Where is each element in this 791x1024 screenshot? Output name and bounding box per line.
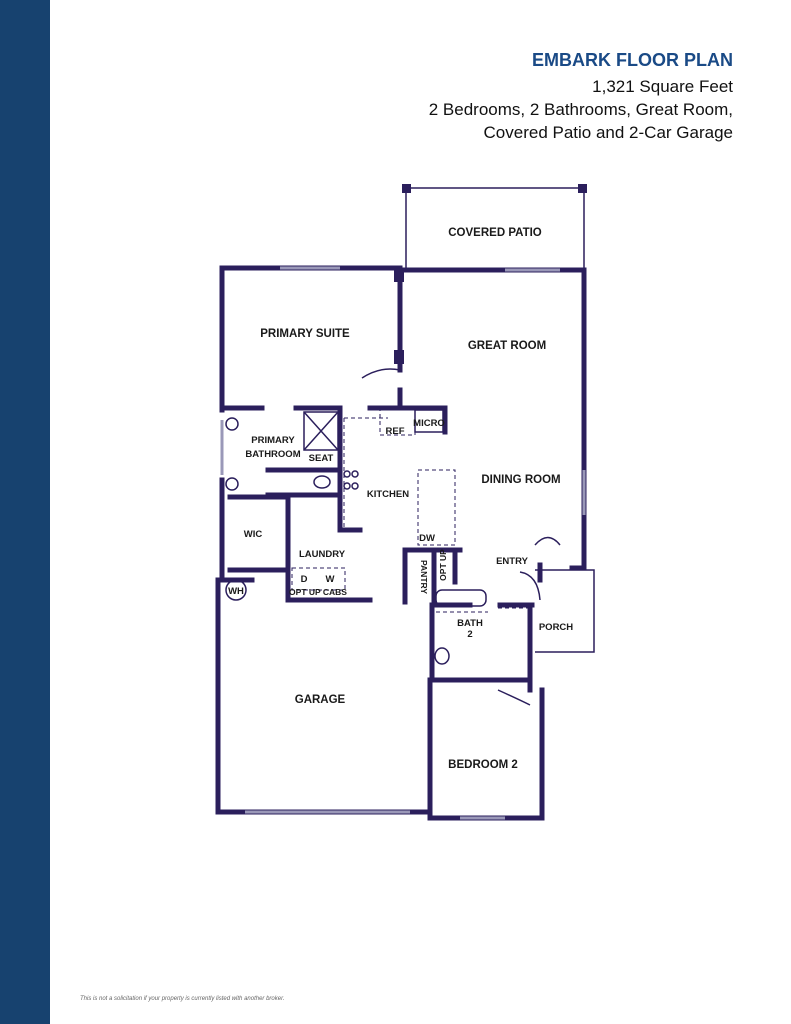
label-porch: PORCH [539,622,573,633]
label-washer: W [326,574,335,585]
label-opt-up: OPT UP [438,549,448,581]
plan-header: EMBARK FLOOR PLAN 1,321 Square Feet 2 Be… [429,50,733,144]
interior-walls [215,269,595,706]
label-laundry: LAUNDRY [299,549,346,560]
features-line-1: 2 Bedrooms, 2 Bathrooms, Great Room, [428,100,733,119]
label-pantry: PANTRY [419,560,429,594]
label-kitchen: KITCHEN [367,489,409,500]
label-primary-bathroom-1: PRIMARY [251,435,295,446]
label-bath2-1: BATH [457,618,483,629]
exterior-walls [215,265,587,821]
label-micro: MICRO [413,418,445,429]
label-covered-patio: COVERED PATIO [448,227,542,239]
features-line-2: Covered Patio and 2-Car Garage [483,123,733,142]
bathtub-icon [435,589,487,607]
label-dryer: D [301,574,308,585]
label-opt-up-cabs: OPT UP CABS [289,587,347,597]
disclaimer: This is not a solicitation if your prope… [80,996,285,1002]
label-ref: REF [386,426,405,437]
label-primary-bathroom-2: BATHROOM [245,449,300,460]
room-labels: COVERED PATIO PRIMARY SUITE GREAT ROOM P… [228,227,573,771]
toilet-icon [434,647,450,665]
label-seat: SEAT [309,453,334,464]
label-dining-room: DINING ROOM [481,474,560,486]
label-wh: WH [228,586,244,597]
covered-patio-outline [402,184,587,268]
label-bedroom-2: BEDROOM 2 [448,759,518,771]
label-great-room: GREAT ROOM [468,340,546,352]
label-garage: GARAGE [295,694,346,706]
label-bath2-2: 2 [467,629,472,640]
label-dw: DW [419,533,435,544]
water-heater-icon [225,579,247,601]
label-primary-suite: PRIMARY SUITE [260,328,350,340]
side-color-band [0,0,50,1024]
square-feet: 1,321 Square Feet [592,77,733,96]
label-wic: WIC [244,529,263,540]
plan-title: EMBARK FLOOR PLAN [532,50,733,70]
toilet-icon [313,475,331,489]
label-entry: ENTRY [496,556,529,567]
